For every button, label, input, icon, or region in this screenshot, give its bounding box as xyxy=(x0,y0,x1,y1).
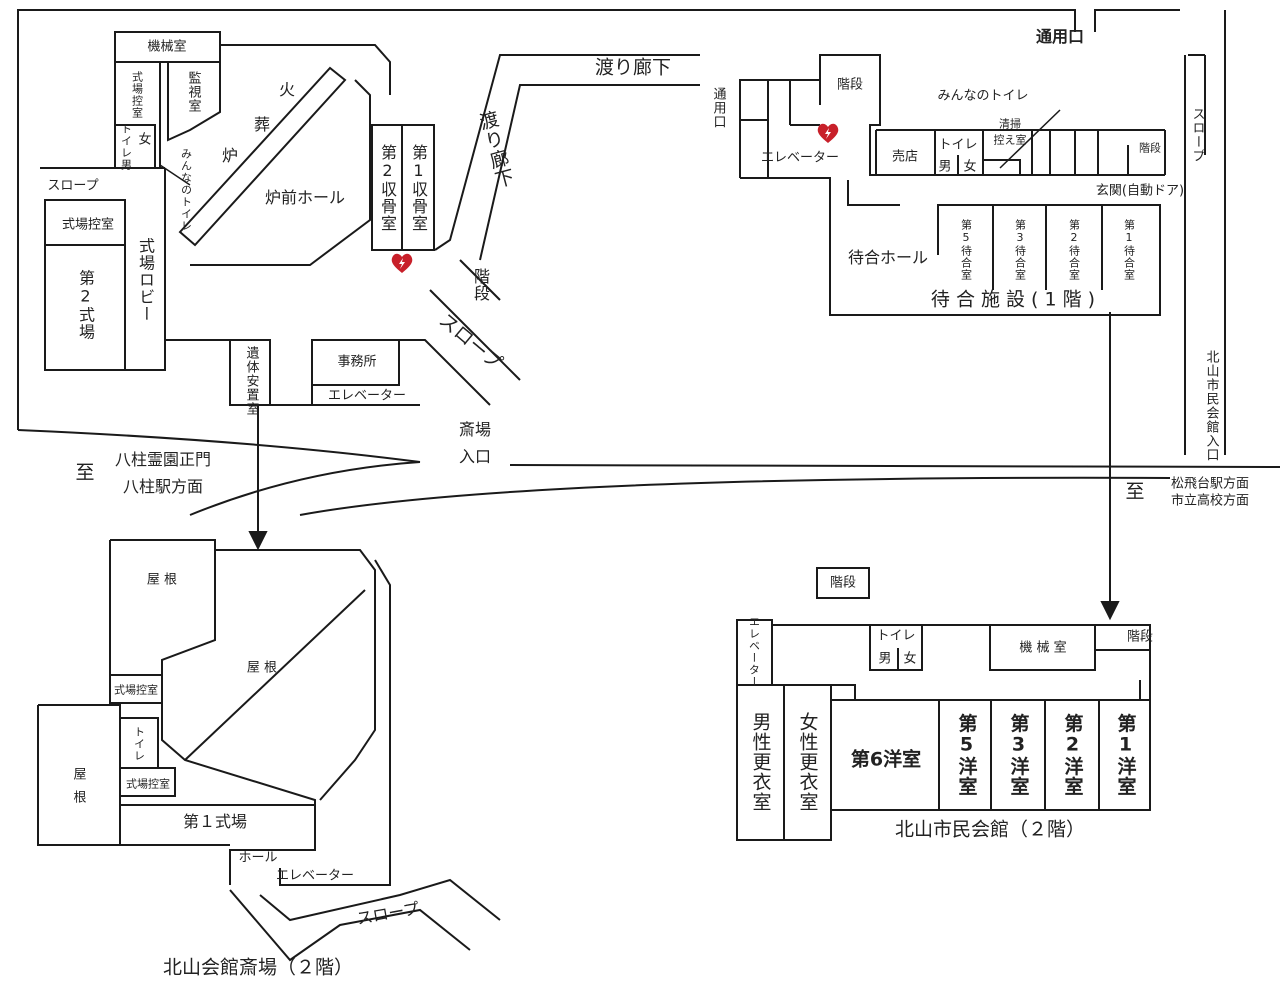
service-entrance-label: 通用口 xyxy=(710,87,726,129)
hall-label: ホール xyxy=(238,850,278,866)
accessible-toilet-label: みんなのトイレ xyxy=(937,88,1029,104)
corridor-label: 渡り廊下 xyxy=(594,56,672,79)
elevator-label: エレベーター xyxy=(275,868,355,884)
bone-room-1-label: 第1収骨室 xyxy=(409,144,428,232)
stairs-label: 階段 xyxy=(829,575,857,591)
toilet-women-label: 女 xyxy=(903,651,917,667)
monitor-room-label: 監視室 xyxy=(185,71,201,113)
hall-1-label: 第１式場 xyxy=(182,812,248,831)
waiting-room-1-label: 第1待合室 xyxy=(1122,219,1136,281)
cleaning-room-label-2: 控え室 xyxy=(993,133,1027,147)
machine-room-label: 機 械 室 xyxy=(1019,640,1067,656)
elevator-label: エレベーター xyxy=(327,388,407,404)
waiting-facility-title: 待 合 施 設 ( 1 階 ) xyxy=(930,288,1096,311)
entrance-label-2: 入口 xyxy=(458,447,492,466)
lobby-label: 式場ロビー xyxy=(136,237,155,323)
toilet-men-label: トイレ男 xyxy=(119,123,133,171)
room-1-label: 第1洋室 xyxy=(1114,713,1137,797)
cleaning-room-label: 清掃 xyxy=(999,117,1021,131)
aed-heart-icon xyxy=(817,123,839,143)
room-5-label: 第5洋室 xyxy=(955,713,978,797)
toilet-women-label: 女 xyxy=(963,159,977,175)
womens-locker-room-label: 女性更衣室 xyxy=(796,712,819,812)
entrance-label-1: 斎場 xyxy=(458,420,492,439)
machine-room-label: 機械室 xyxy=(147,39,187,55)
room-6-label: 第6洋室 xyxy=(850,748,922,771)
arrow-down-icon xyxy=(1100,601,1120,621)
elevator-label: エレベーター xyxy=(747,616,761,688)
waiting-hall-label: 待合ホール xyxy=(847,248,929,267)
hall-2-label: 第2式場 xyxy=(76,269,95,341)
civic-hall-entrance-label: 北山市民会館入口 xyxy=(1203,350,1219,462)
direction-to-label: 至 xyxy=(1125,480,1145,503)
waiting-room-2-label: 第2待合室 xyxy=(1067,219,1081,281)
room-3-label: 第3洋室 xyxy=(1007,713,1030,797)
aed-heart-icon xyxy=(391,253,413,273)
civic-hall-2f-title: 北山市民会館（２階） xyxy=(894,818,1086,841)
furnace-label-2: 葬 xyxy=(253,115,271,134)
stairs-label: 階段 xyxy=(836,77,864,93)
toilet-label: トイレ xyxy=(876,628,916,644)
roof-label: 屋根 xyxy=(70,767,86,813)
toilet-women-label: 女 xyxy=(138,132,152,148)
furnace-hall-label: 炉前ホール xyxy=(264,188,346,207)
direction-east-1: 松飛台駅方面 xyxy=(1170,476,1250,492)
ceremony-waiting-room-label: 式場控室 xyxy=(126,777,170,791)
roof-label: 屋 根 xyxy=(246,660,278,676)
bone-room-2-label: 第2収骨室 xyxy=(378,144,397,232)
toilet-label: トイレ xyxy=(938,137,978,153)
stairs-label: 階段 xyxy=(1139,141,1161,155)
slope-label: スロープ xyxy=(1189,107,1205,163)
toilet-men-label: 男 xyxy=(938,159,952,175)
toilet-label: トイレ xyxy=(132,726,146,762)
front-entrance-label: 玄関(自動ドア) xyxy=(1095,183,1185,199)
shop-label: 売店 xyxy=(891,149,919,165)
direction-west-2: 八柱駅方面 xyxy=(122,477,204,496)
direction-west-1: 八柱霊園正門 xyxy=(114,450,212,469)
ceremony-waiting-room-label: 式場控室 xyxy=(61,217,115,233)
slope-label: スロープ xyxy=(47,178,99,194)
elevator-label: エレベーター xyxy=(760,150,840,166)
accessible-toilet-label: みんなのトイレ xyxy=(179,148,193,232)
toilet-men-label: 男 xyxy=(878,651,892,667)
stairs-label: 階段 xyxy=(1126,629,1154,645)
room-2-label: 第2洋室 xyxy=(1061,713,1084,797)
mortuary-label: 遺体安置室 xyxy=(243,346,259,416)
arrow-down-icon xyxy=(248,531,268,551)
service-entrance-label: 通用口 xyxy=(1035,27,1085,46)
ceremony-waiting-room-label: 式場控室 xyxy=(114,683,158,697)
furnace-label-3: 炉 xyxy=(221,146,239,165)
furnace-label-1: 火 xyxy=(278,80,296,99)
stairs-label: 階段 xyxy=(471,268,490,302)
roof-label: 屋 根 xyxy=(146,572,178,588)
ceremony-waiting-room-label: 式場控室 xyxy=(130,71,144,119)
direction-east-2: 市立高校方面 xyxy=(1170,493,1250,509)
office-label: 事務所 xyxy=(337,354,377,370)
waiting-room-5-label: 第5待合室 xyxy=(959,219,973,281)
crematorium-2f-title: 北山会館斎場（２階） xyxy=(162,956,354,979)
waiting-room-3-label: 第3待合室 xyxy=(1013,219,1027,281)
direction-to-label: 至 xyxy=(75,461,95,484)
mens-locker-room-label: 男性更衣室 xyxy=(749,712,772,812)
